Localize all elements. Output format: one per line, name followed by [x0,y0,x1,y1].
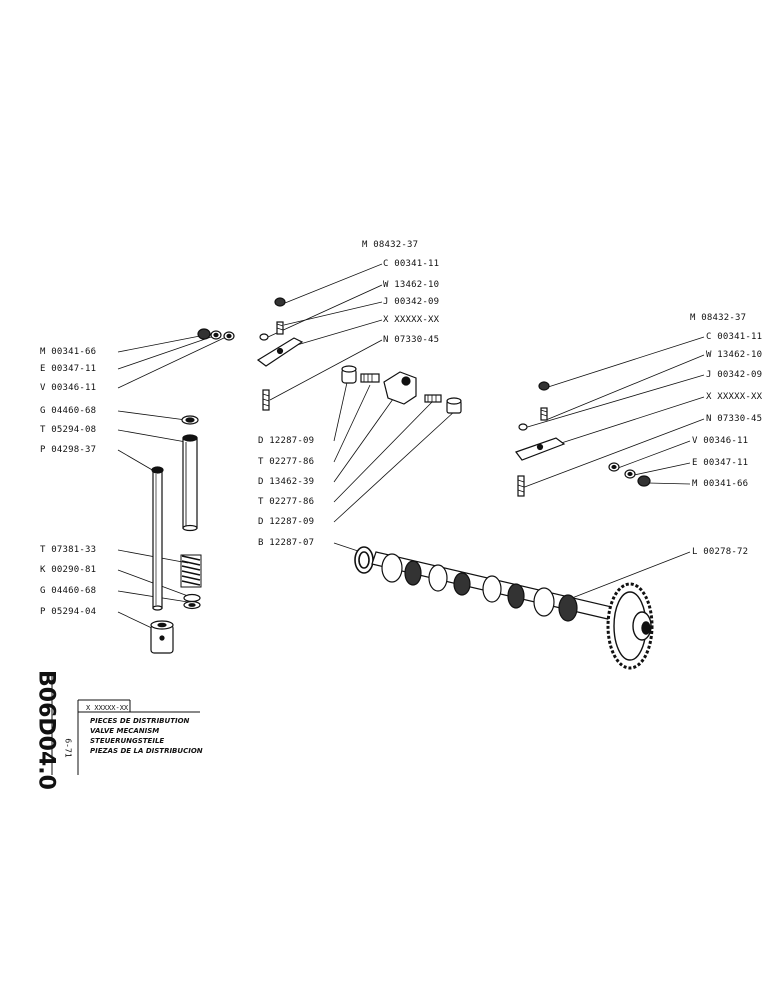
leader-line [333,384,371,463]
leader-line [117,449,155,472]
valve-guide-tube [181,415,199,532]
part-label: M 00341-66 [692,479,749,489]
title-block-frame [51,672,200,775]
leader-line [117,335,201,353]
leader-line [289,319,383,348]
part-label: T 02277-86 [258,497,315,507]
part-label: T 07381-33 [40,545,97,555]
leader-line [117,429,187,443]
camshaft [371,551,617,622]
title-es: PIEZAS DE LA DISTRIBUCION [90,747,203,755]
part-label: J 00342-09 [706,370,763,380]
leader-line [545,354,705,421]
leader-line [551,396,705,447]
part-label: E 00347-11 [692,458,749,468]
leader-line [521,418,705,489]
part-label: N 07330-45 [706,414,763,424]
leader-line [117,335,215,370]
title-fr: PIECES DE DISTRIBUTION [90,717,190,725]
part-label: P 04298-37 [40,445,97,455]
leader-line [333,377,349,442]
part-label: M 08432-37 [690,313,747,323]
rocker-assembly-right [515,381,651,497]
rocker-assembly-left [256,297,304,411]
valve-spring [180,554,202,588]
leader-line [617,440,691,469]
seal-ring [354,546,374,574]
push-rod [151,466,164,611]
part-label: T 02277-86 [258,457,315,467]
spring-washers [183,593,201,610]
leader-line [647,482,691,485]
leader-line [269,339,383,401]
part-label: J 00342-09 [383,297,440,307]
leader-line [333,391,399,483]
part-label: C 00341-11 [706,332,763,342]
leader-line [523,374,705,429]
part-label: V 00346-11 [40,383,97,393]
part-label: W 13462-10 [383,280,440,290]
leader-line [333,401,433,503]
date-code: 6-71 [63,738,73,758]
part-label: C 00341-11 [383,259,440,269]
part-label: W 13462-10 [706,350,763,360]
part-label: G 04460-68 [40,406,97,416]
part-label: D 12287-09 [258,517,315,527]
rocker-shaft-parts [341,365,462,414]
leader-line [283,301,383,326]
part-label: B 12287-07 [258,538,315,548]
leader-line [633,462,691,476]
part-label: M 00341-66 [40,347,97,357]
part-label: M 08432-37 [362,240,419,250]
part-label: P 05294-04 [40,607,97,617]
part-label: X XXXXX-XX [383,315,440,325]
part-label: D 13462-39 [258,477,315,487]
title-en: VALVE MECANISM [90,727,160,735]
leader-line [333,542,362,553]
part-label: N 07330-45 [383,335,440,345]
part-label: T 05294-08 [40,425,97,435]
part-label: V 00346-11 [692,436,749,446]
title-block: X XXXXX-XX PIECES DE DISTRIBUTION VALVE … [82,700,203,758]
leader-line [267,284,383,338]
leader-line [117,336,227,389]
leader-line [117,611,157,631]
part-label: K 00290-81 [40,565,97,575]
leader-line [284,263,383,304]
camshaft-gear [606,582,654,670]
part-label: E 00347-11 [40,364,97,374]
leader-line [544,336,705,389]
title-de: STEUERUNGSTEILE [90,737,165,745]
leader-line [333,409,457,523]
title-ref: X XXXXX-XX [86,704,129,712]
leader-line [117,410,187,421]
valve-nut-group [197,328,235,341]
leader-line [571,551,691,599]
part-label: L 00278-72 [692,547,749,557]
part-label: D 12287-09 [258,436,315,446]
tappet [150,620,174,654]
part-label: G 04460-68 [40,586,97,596]
part-label: X XXXXX-XX [706,392,763,402]
